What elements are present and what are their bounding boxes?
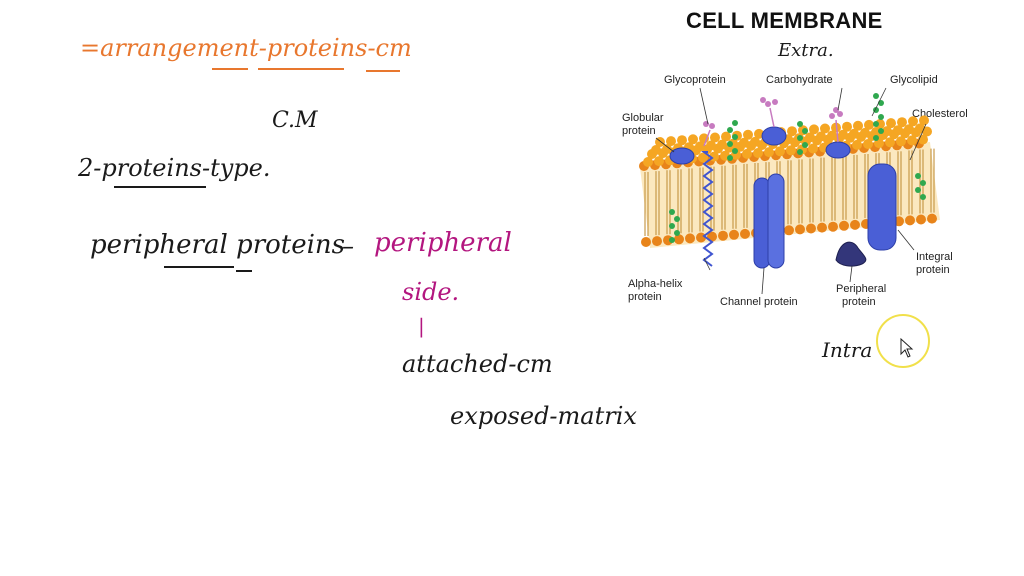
globular-protein <box>669 147 695 165</box>
label-peripheral: Peripheral <box>836 283 887 295</box>
label-integral: Integral <box>916 251 953 263</box>
integral-protein <box>867 163 897 251</box>
note-2-proteins-type: 2-proteins-type. <box>78 154 271 182</box>
label-glycoprotein: Glycoprotein <box>664 74 726 86</box>
note-peripheral-pink: peripheral <box>374 228 512 258</box>
leader-lines <box>655 87 927 295</box>
note-intra: Intra <box>822 338 873 362</box>
underline-proteins-2 <box>114 186 206 188</box>
cursor-arrow-icon <box>900 338 914 358</box>
note-peripheral-proteins: peripheral proteins <box>90 230 346 260</box>
membrane-bilayer <box>639 115 940 248</box>
underline-t <box>212 68 248 70</box>
glycolipid-chains <box>669 93 926 243</box>
note-dash: – <box>342 232 354 260</box>
underline-cm <box>366 70 400 72</box>
channel-protein <box>753 173 785 269</box>
underline-proteins-3 <box>236 270 252 272</box>
note-extra: Extra. <box>778 40 834 61</box>
label-glycolipid: Glycolipid <box>890 74 938 86</box>
underline-proteins <box>258 68 344 70</box>
label-integral-protein: protein <box>916 264 950 276</box>
label-globular-protein: protein <box>622 125 656 137</box>
label-peripheral-protein: protein <box>842 296 876 308</box>
note-attached-cm: attached-cm <box>402 350 553 378</box>
glycoprotein-head <box>761 126 851 159</box>
underline-peripheral <box>164 266 234 268</box>
peripheral-protein <box>835 241 867 267</box>
cursor-highlight <box>876 314 930 368</box>
cell-membrane-diagram <box>639 87 940 295</box>
note-arrangement-proteins-cm: =arrangement-proteins-cm <box>80 34 412 62</box>
note-exposed-matrix: exposed-matrix <box>450 402 637 430</box>
label-channel-protein: Channel protein <box>720 296 798 308</box>
label-globular: Globular <box>622 112 664 124</box>
alpha-helix-protein <box>701 151 714 267</box>
note-side: side. <box>402 278 460 306</box>
note-bar: | <box>418 314 425 338</box>
label-carbohydrate: Carbohydrate <box>766 74 833 86</box>
label-alpha-helix: Alpha-helix <box>628 278 683 290</box>
diagram-title: CELL MEMBRANE <box>686 8 883 33</box>
note-cm: C.M <box>272 108 318 133</box>
label-alpha-helix-protein: protein <box>628 291 662 303</box>
